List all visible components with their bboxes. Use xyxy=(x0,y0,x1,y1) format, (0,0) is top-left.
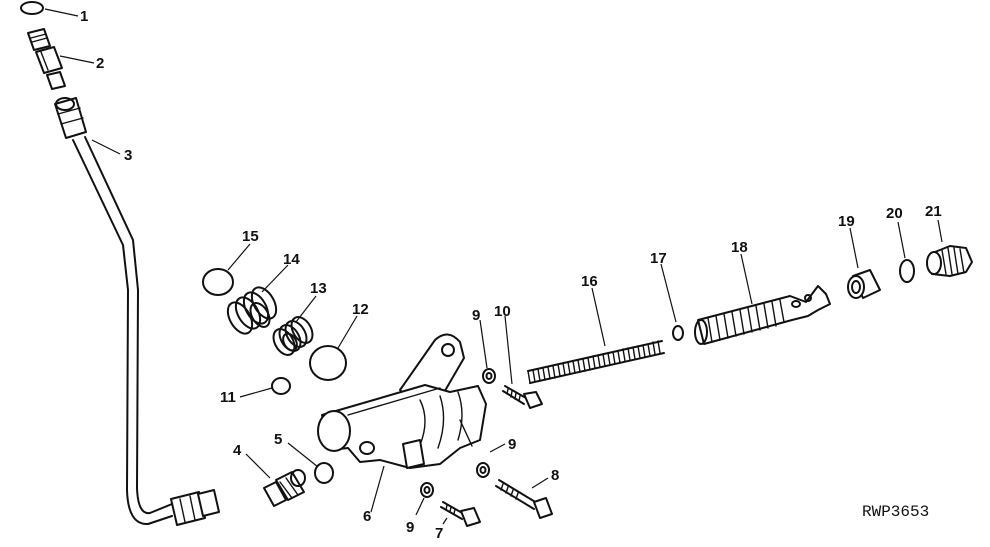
part-21-plug xyxy=(926,245,973,277)
callout-20: 20 xyxy=(886,205,903,222)
part-15-o-ring xyxy=(202,268,234,296)
callout-8: 8 xyxy=(551,467,559,484)
callout-6: 6 xyxy=(363,508,371,525)
callout-1: 1 xyxy=(80,8,88,25)
part-6-housing xyxy=(317,333,487,469)
part-4-fitting xyxy=(263,469,306,507)
callout-21: 21 xyxy=(925,203,942,220)
part-7-cap-screw xyxy=(440,501,481,527)
callout-18: 18 xyxy=(731,239,748,256)
part-2-fitting xyxy=(27,28,66,90)
part-12-o-ring xyxy=(309,345,347,381)
part-9-lock-washer-middle xyxy=(476,462,490,478)
part-10-cap-screw xyxy=(502,385,543,409)
callout-9-upper: 9 xyxy=(472,307,480,324)
callout-17: 17 xyxy=(650,250,667,267)
leader-lines xyxy=(44,8,943,525)
part-9-lock-washer-upper xyxy=(482,368,496,384)
callout-16: 16 xyxy=(581,273,598,290)
callout-14: 14 xyxy=(283,251,300,268)
part-1-o-ring xyxy=(20,1,44,15)
callout-3: 3 xyxy=(124,147,132,164)
part-11-o-ring xyxy=(271,377,291,395)
part-5-o-ring xyxy=(314,462,334,484)
part-17-o-ring xyxy=(672,325,684,341)
callout-labels: 1 2 3 4 5 6 7 8 9 9 9 10 11 12 13 14 15 … xyxy=(80,8,942,542)
callout-19: 19 xyxy=(838,213,855,230)
part-20-o-ring xyxy=(899,259,915,283)
callout-10: 10 xyxy=(494,303,511,320)
callout-5: 5 xyxy=(274,431,282,448)
part-18-valve xyxy=(694,285,831,345)
callout-12: 12 xyxy=(352,301,369,318)
part-8-cap-screw xyxy=(495,479,553,519)
callout-9-lower: 9 xyxy=(406,519,414,536)
part-3-pipe xyxy=(54,97,220,526)
callout-11: 11 xyxy=(220,389,236,406)
part-19-bushing xyxy=(847,269,881,299)
callout-7: 7 xyxy=(435,525,443,542)
callout-9-middle: 9 xyxy=(508,436,516,453)
callout-4: 4 xyxy=(233,442,242,459)
part-13-spring xyxy=(272,316,314,356)
callout-2: 2 xyxy=(96,55,104,72)
part-9-lock-washer-lower xyxy=(420,482,434,498)
part-14-spring xyxy=(226,286,278,335)
callout-15: 15 xyxy=(242,228,259,245)
figure-code: RWP3653 xyxy=(862,503,929,521)
callout-13: 13 xyxy=(310,280,327,297)
part-16-spring xyxy=(527,340,665,384)
